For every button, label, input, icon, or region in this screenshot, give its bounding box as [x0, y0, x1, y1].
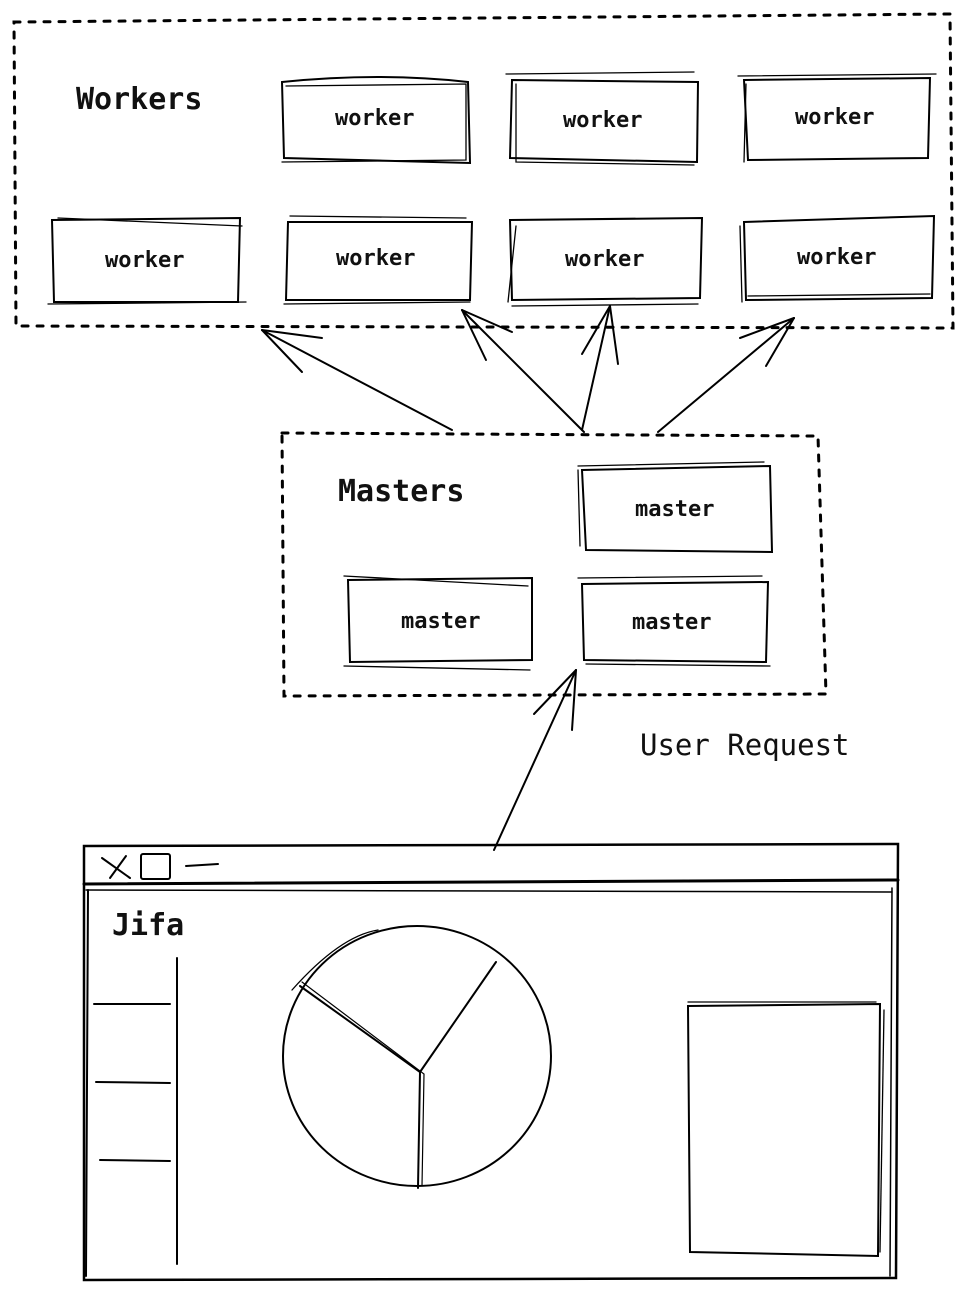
pie-slice-divider-2: [419, 961, 497, 1073]
arrow-masters-to-workers-1: [261, 329, 453, 431]
arrow-masters-to-workers-4: [657, 317, 795, 433]
arrow-masters-to-workers-2: [461, 309, 585, 433]
worker-box-7: [739, 214, 936, 303]
worker-label-1: worker: [335, 106, 415, 131]
worker-box-6: [507, 216, 704, 307]
app-window-frame: [82, 842, 900, 1282]
worker-label-3: worker: [795, 105, 875, 130]
minimize-icon[interactable]: [185, 863, 219, 867]
sidebar-item-2[interactable]: [95, 1081, 171, 1084]
worker-box-2: [505, 71, 700, 166]
worker-box-3: [737, 73, 937, 163]
master-label-1: master: [635, 497, 715, 522]
worker-label-4: worker: [105, 248, 185, 273]
worker-box-5: [283, 215, 474, 305]
arrow-masters-to-workers-3: [581, 305, 619, 431]
workers-group-title: Workers: [76, 82, 203, 117]
master-label-2: master: [401, 609, 481, 634]
worker-label-5: worker: [336, 246, 416, 271]
worker-box-1: [280, 76, 472, 165]
worker-label-7: worker: [797, 245, 877, 270]
user-request-label: User Request: [640, 728, 850, 762]
master-box-1: [577, 461, 774, 554]
app-title: Jifa: [112, 908, 185, 943]
masters-group-boundary: [280, 431, 828, 698]
master-box-2: [343, 575, 533, 671]
sidebar-item-3[interactable]: [99, 1159, 171, 1162]
masters-group-title: Masters: [338, 474, 465, 509]
master-label-3: master: [632, 610, 712, 635]
content-panel: [686, 1001, 885, 1258]
master-box-3: [577, 575, 771, 667]
arrow-user-request: [493, 669, 577, 851]
worker-label-2: worker: [563, 108, 643, 133]
worker-box-4: [47, 216, 247, 305]
pie-slice-divider-1: [299, 985, 421, 1073]
pie-slice-divider-3: [417, 1071, 421, 1189]
maximize-icon[interactable]: [140, 853, 171, 880]
worker-label-6: worker: [565, 247, 645, 272]
workers-group-boundary: [12, 12, 955, 330]
pie-chart: [282, 925, 552, 1189]
close-icon[interactable]: [101, 855, 131, 879]
